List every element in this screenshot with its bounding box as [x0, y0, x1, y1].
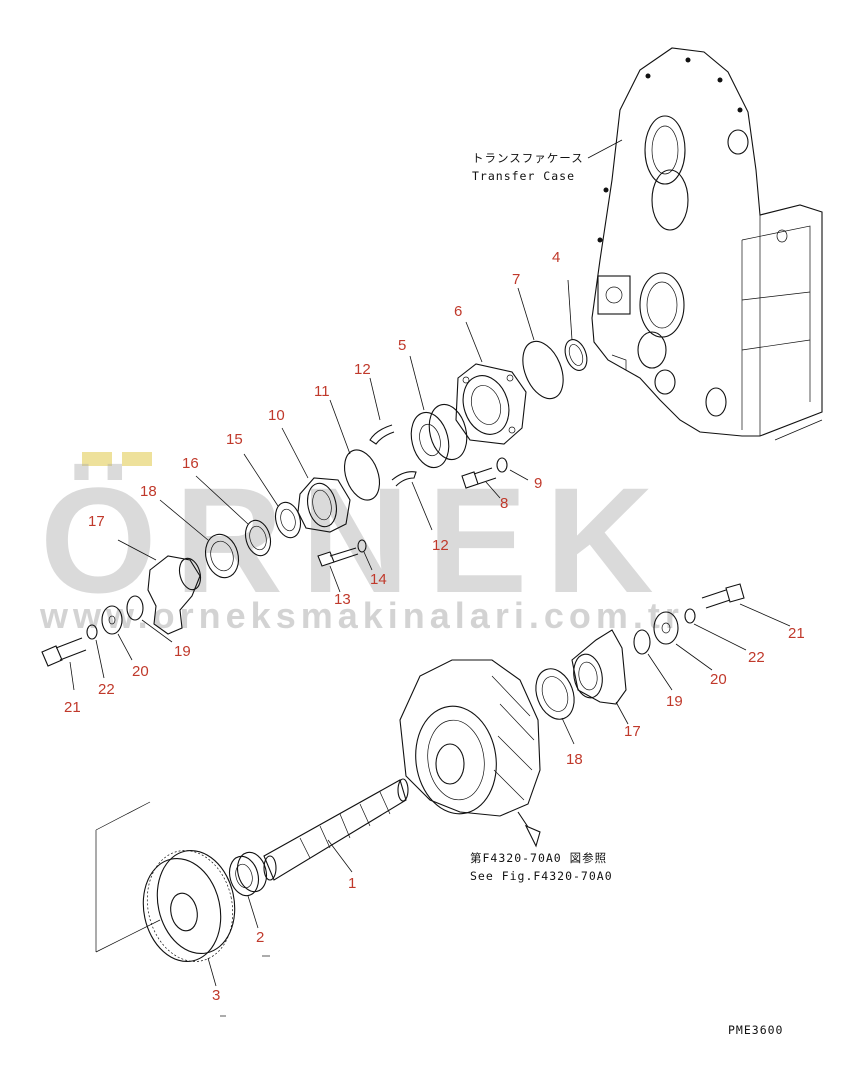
- drawing-code: PME3600: [728, 1023, 783, 1037]
- part-number-label: 20: [132, 663, 149, 680]
- part-number-label: 21: [788, 625, 805, 642]
- part-number-label: 7: [512, 271, 520, 288]
- part-16-drawing: [195, 475, 272, 557]
- part-12-drawing: [369, 377, 433, 531]
- part-3-drawing: [95, 801, 236, 987]
- part-18-right-drawing: [535, 668, 575, 745]
- part-number-label: 20: [710, 671, 727, 688]
- part-number-label: 18: [566, 751, 583, 768]
- watermark-url: www.orneksmakinalari.com.tr: [39, 595, 684, 636]
- part-11-drawing: [329, 399, 381, 501]
- part-5-drawing: [409, 355, 468, 469]
- part-number-label: 12: [354, 361, 371, 378]
- part-number-label: 12: [432, 537, 449, 554]
- left-fasteners-drawing: [41, 595, 173, 691]
- part-18-left-drawing: [159, 499, 240, 579]
- part-1-drawing: [263, 778, 409, 881]
- part-number-label: 8: [500, 495, 508, 512]
- transfer-case-label-en: Transfer Case: [472, 169, 575, 183]
- part-4-drawing: [564, 279, 588, 371]
- transfer-case-label-jp: トランスファケース: [472, 151, 584, 165]
- part-number-label: 1: [348, 875, 356, 892]
- part-17-left-drawing: [117, 539, 202, 635]
- clutch-assembly-drawing: 第F4320-70A0 図参照 See Fig.F4320-70A0: [399, 659, 613, 883]
- part-2-drawing: [228, 851, 268, 929]
- watermark: ÖRNEK www.orneksmakinalari.com.tr: [39, 452, 684, 636]
- part-number-label: 15: [226, 431, 243, 448]
- part-number-labels: 1 2 3 4 5 6 7 8 9 10 11 12 12 13 14 15 1…: [64, 249, 805, 1004]
- part-number-label: 14: [370, 571, 387, 588]
- part-number-label: 19: [666, 693, 683, 710]
- part-17-right-drawing: [571, 629, 629, 725]
- part-number-label: 5: [398, 337, 406, 354]
- watermark-brand: ÖRNEK: [40, 456, 672, 624]
- part-number-label: 21: [64, 699, 81, 716]
- part-8-9-drawing: [461, 457, 529, 499]
- part-number-label: 11: [314, 383, 330, 400]
- part-6-drawing: [455, 321, 527, 445]
- part-7-drawing: [517, 287, 564, 400]
- part-number-label: 4: [552, 249, 560, 266]
- part-number-label: 18: [140, 483, 157, 500]
- transfer-case-drawing: トランスファケース Transfer Case: [472, 47, 823, 441]
- see-fig-label-en: See Fig.F4320-70A0: [470, 869, 613, 883]
- part-13-14-drawing: [317, 539, 373, 593]
- part-number-label: 16: [182, 455, 199, 472]
- part-number-label: 10: [268, 407, 285, 424]
- part-number-label: 22: [748, 649, 765, 666]
- part-number-label: 19: [174, 643, 191, 660]
- part-number-label: 22: [98, 681, 115, 698]
- part-number-label: 2: [256, 929, 264, 946]
- see-fig-label-jp: 第F4320-70A0 図参照: [470, 851, 607, 865]
- part-number-label: 6: [454, 303, 462, 320]
- right-fasteners-drawing: [633, 583, 791, 691]
- part-number-label: 3: [212, 987, 220, 1004]
- part-15-drawing: [243, 453, 302, 539]
- part-number-label: 9: [534, 475, 542, 492]
- part-number-label: 13: [334, 591, 351, 608]
- part-number-label: 17: [88, 513, 105, 530]
- part-10-drawing: [281, 427, 351, 533]
- part-number-label: 17: [624, 723, 641, 740]
